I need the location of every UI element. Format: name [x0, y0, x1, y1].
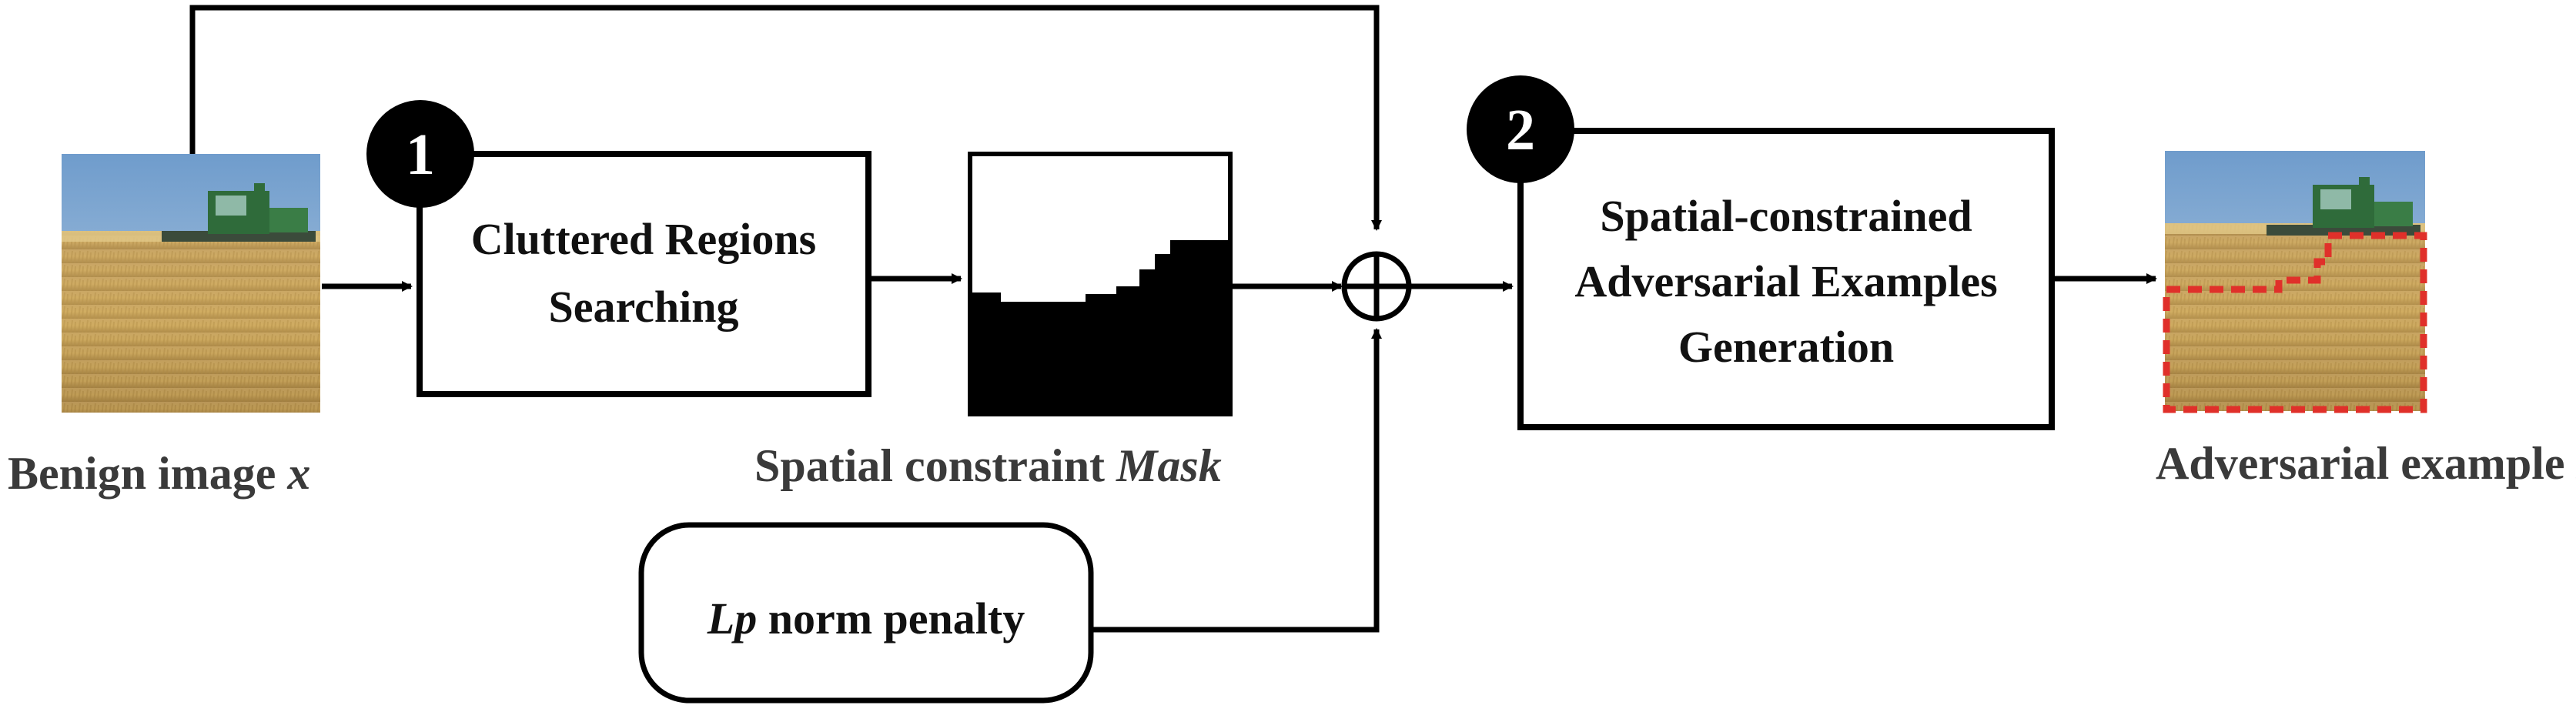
adversarial-caption: Adversarial example x′ — [2156, 438, 2576, 489]
step1-number: 1 — [406, 122, 435, 187]
step1-box: Cluttered Regions Searching — [417, 151, 871, 397]
lp-penalty-label: Lp norm penalty — [707, 593, 1025, 643]
benign-image-caption: Benign image x — [8, 448, 310, 499]
adversarial-image — [2163, 151, 2427, 413]
plus-circle-icon — [1341, 251, 1412, 322]
step2-box: Spatial-constrained Adversarial Examples… — [1517, 128, 2055, 430]
mask-dashed-outline — [2163, 232, 2427, 413]
step1-badge: 1 — [366, 100, 474, 208]
step2-label-line3: Generation — [1678, 322, 1894, 372]
step2-label-line2: Adversarial Examples — [1574, 256, 1997, 306]
step2-badge: 2 — [1467, 75, 1574, 183]
step1-label-line2: Searching — [548, 282, 738, 332]
step1-label-line1: Cluttered Regions — [471, 214, 816, 264]
bypass-connector — [189, 5, 1382, 231]
step2-number: 2 — [1506, 98, 1535, 162]
lp-penalty-box: Lp norm penalty — [638, 522, 1094, 704]
step2-label-line1: Spatial-constrained — [1600, 191, 1972, 241]
benign-image — [62, 154, 320, 413]
arrow-penalty-to-combiner — [1092, 328, 1382, 633]
harvester-icon — [162, 183, 316, 242]
mask-caption: Spatial constraint Mask — [754, 440, 1222, 491]
spatial-mask-image — [968, 152, 1233, 416]
